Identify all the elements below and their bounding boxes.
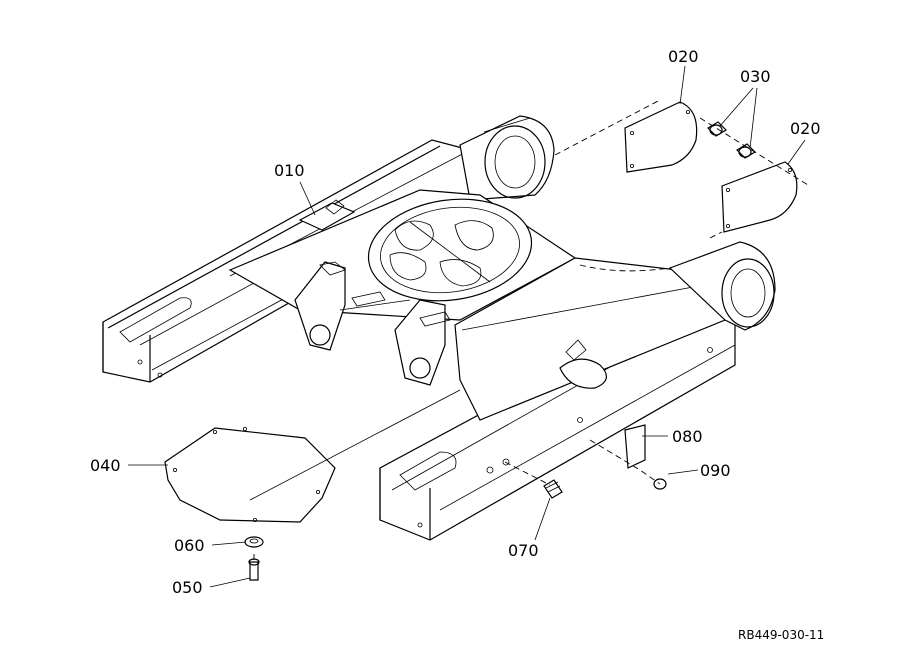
drawing-code: RB449-030-11	[738, 628, 824, 642]
bottom-cover-plate	[164, 426, 336, 523]
leader-lines	[128, 65, 806, 588]
cover-plate-upper	[624, 101, 698, 173]
left-idler-housing	[459, 115, 555, 201]
callout-030: 030	[740, 67, 771, 86]
right-idler-housing	[668, 241, 776, 331]
callout-010: 010	[274, 161, 305, 180]
alignment-lines	[249, 99, 809, 560]
callout-070: 070	[508, 541, 539, 560]
top-bracket-part	[298, 199, 356, 231]
cover-plate-lower	[721, 161, 798, 233]
callout-040: 040	[90, 456, 121, 475]
right-cover-plate	[454, 257, 726, 421]
center-frame	[228, 189, 577, 386]
callout-050: 050	[172, 578, 203, 597]
grease-fitting-part	[543, 479, 563, 499]
callout-060: 060	[174, 536, 205, 555]
washer-part	[244, 536, 264, 548]
callout-020-lower: 020	[790, 119, 821, 138]
bolt-030-lower	[736, 143, 756, 159]
callout-020-upper: 020	[668, 47, 699, 66]
bolt-050	[248, 558, 260, 581]
callout-080: 080	[672, 427, 703, 446]
small-plate-part	[624, 424, 646, 469]
callout-090: 090	[700, 461, 731, 480]
